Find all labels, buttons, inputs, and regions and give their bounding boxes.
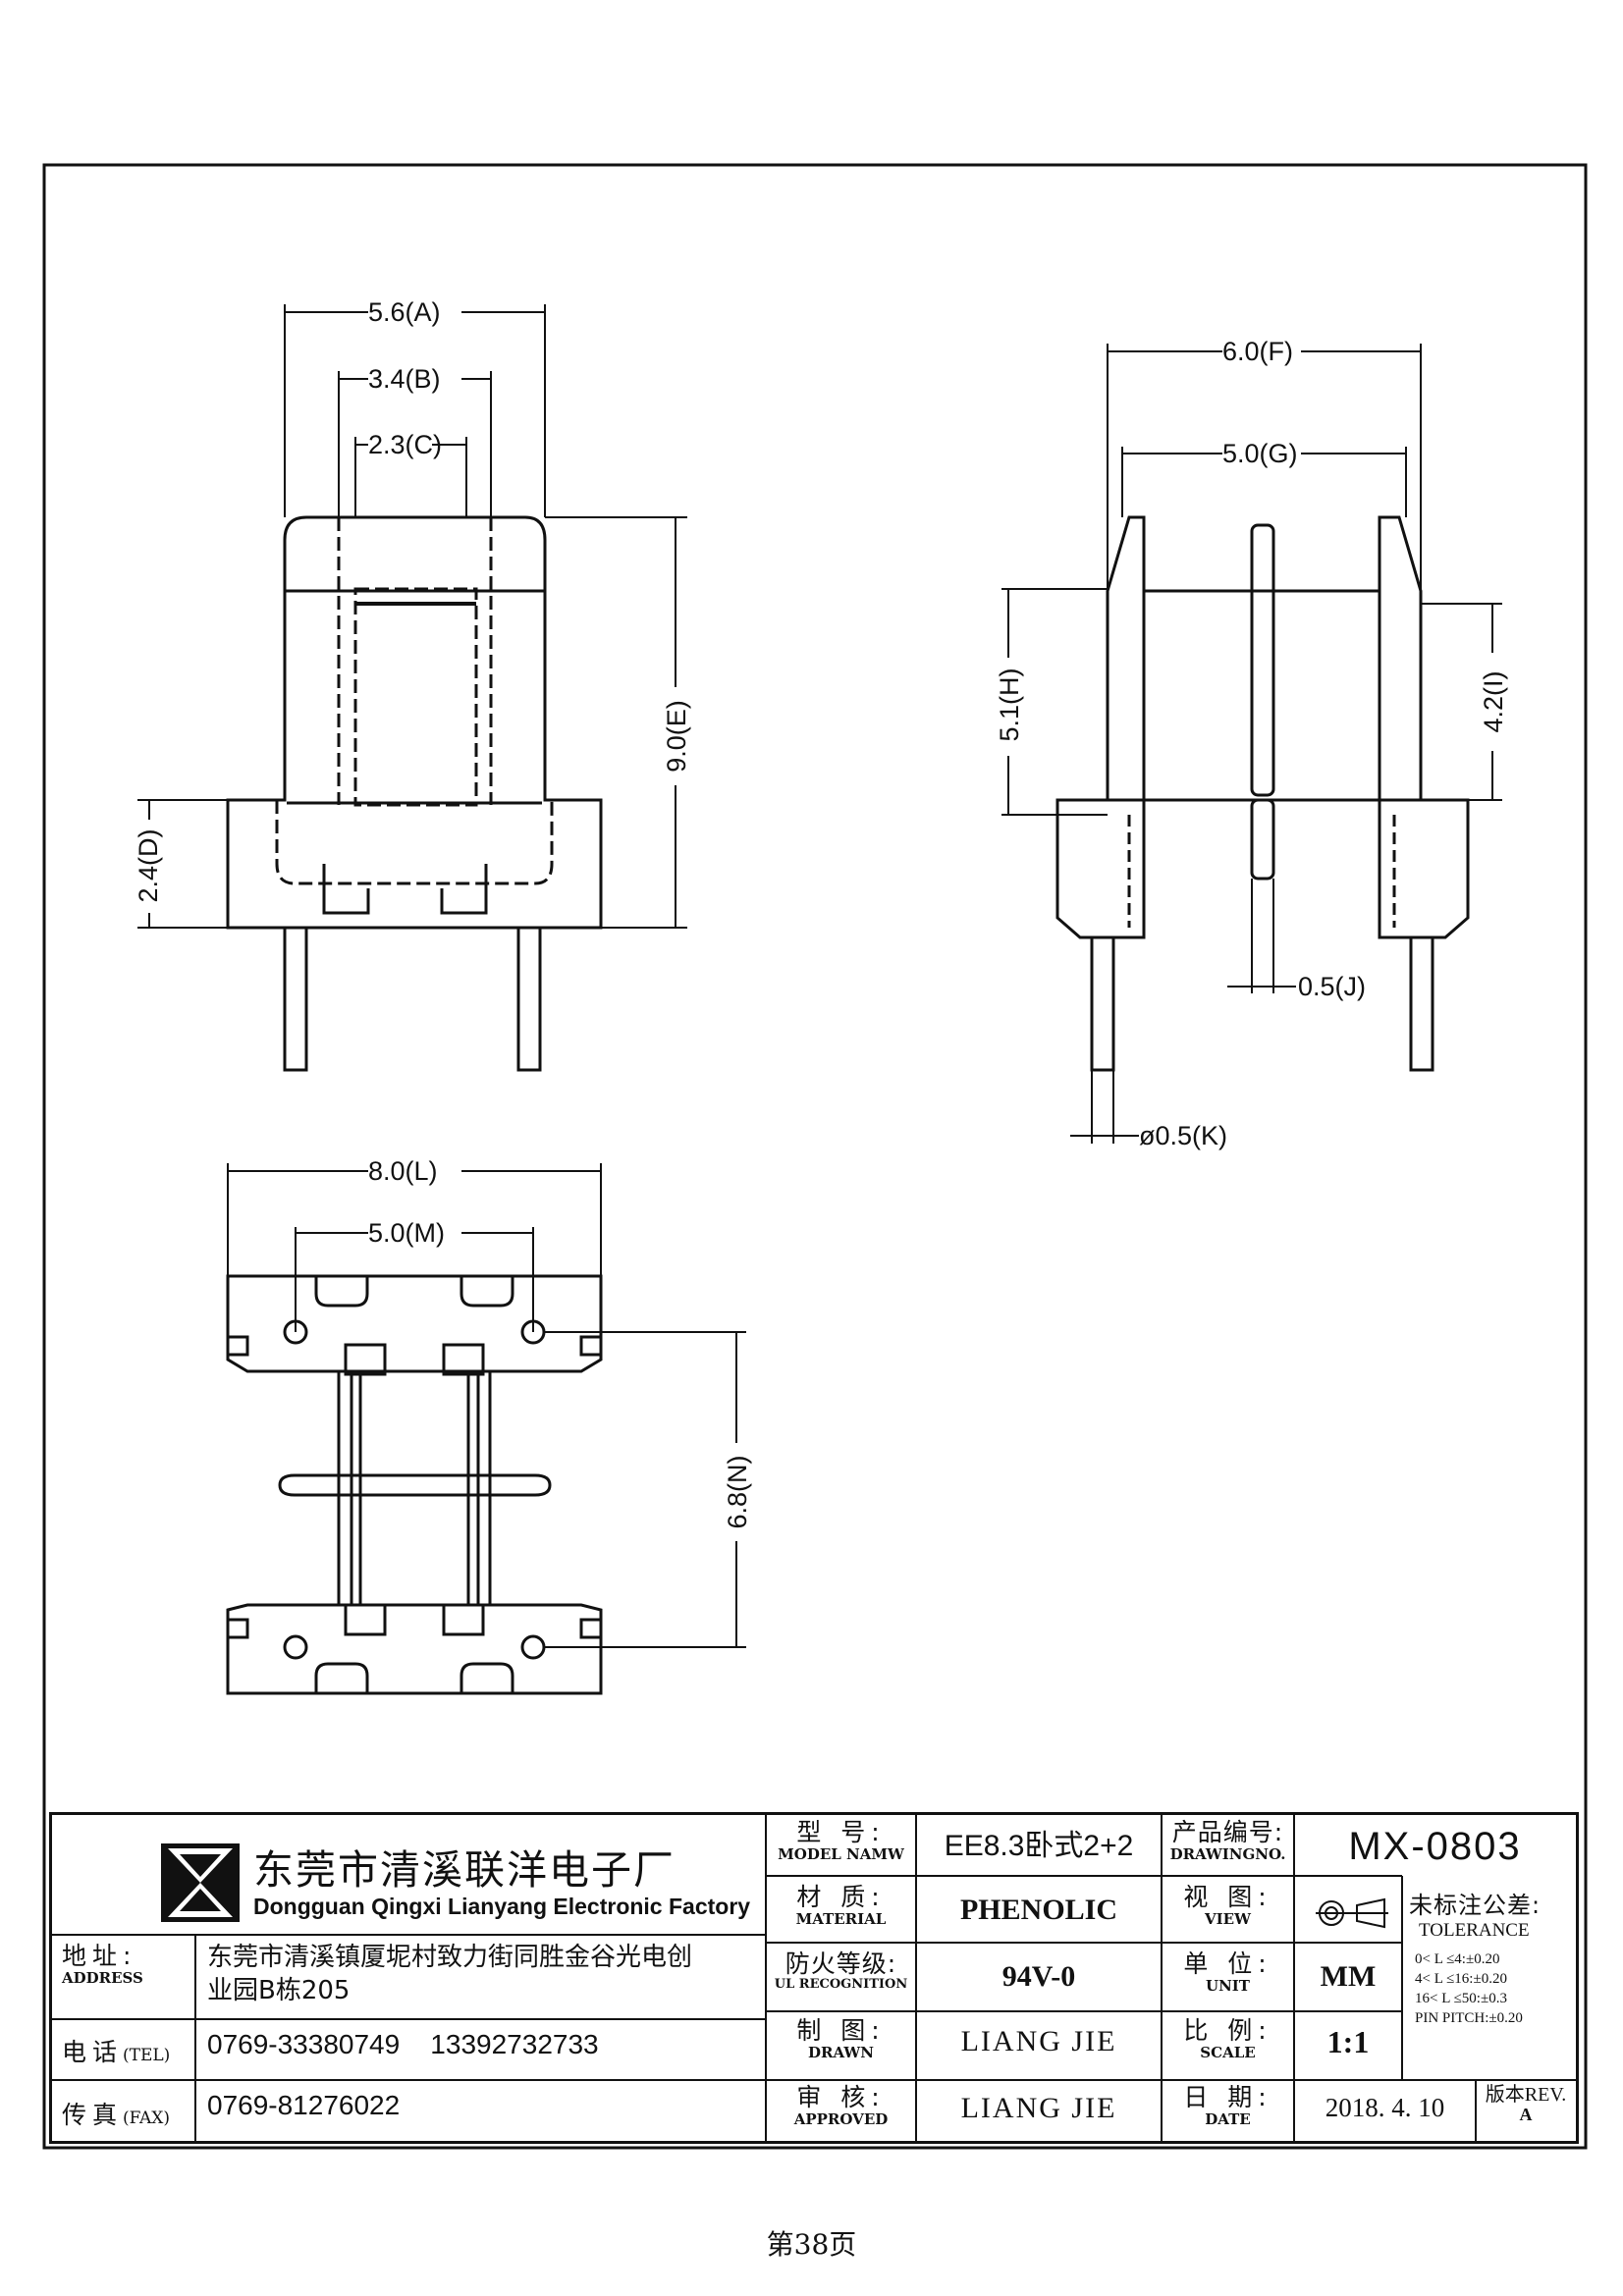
front-view-dimensions — [137, 304, 687, 929]
dim-E-label: 9.0(E) — [662, 700, 691, 773]
bottom-view-dimensions — [227, 1163, 746, 1648]
material-label: 材 质: MATERIAL — [795, 1883, 887, 1928]
company-logo — [160, 1842, 241, 1923]
dim-L-label: 8.0(L) — [368, 1156, 438, 1186]
model-label: 型 号: MODEL NAMW — [778, 1818, 904, 1863]
tolerance-line: 16< L ≤50:±0.3 — [1415, 1991, 1507, 2006]
scale-value: 1:1 — [1326, 2024, 1370, 2059]
ul-label: 防火等级: UL RECOGNITION — [774, 1949, 908, 1992]
tel-value: 0769-33380749 13392732733 — [207, 2029, 599, 2059]
tolerance-block: 未标注公差: TOLERANCE 0< L ≤4:±0.20 4< L ≤16:… — [1409, 1886, 1576, 2028]
view-label: 视 图: VIEW — [1183, 1883, 1272, 1928]
dim-M-label: 5.0(M) — [368, 1218, 445, 1248]
third-angle-projection-icon — [1316, 1897, 1388, 1929]
tel-label: 电话(TEL) — [62, 2038, 171, 2066]
page-number: 第38页 — [766, 2228, 857, 2261]
tolerance-line: 4< L ≤16:±0.20 — [1415, 1971, 1507, 1987]
ul-value: 94V-0 — [1001, 1960, 1076, 1993]
scale-label: 比 例: SCALE — [1183, 2016, 1272, 2061]
company-name-en: Dongguan Qingxi Lianyang Electronic Fact… — [253, 1894, 751, 1919]
revision-block: 版本REV. A — [1485, 2084, 1567, 2124]
unit-label: 单 位: UNIT — [1183, 1949, 1272, 1995]
dim-B-label: 3.4(B) — [368, 364, 441, 394]
title-block-grid — [52, 1815, 1576, 2141]
dim-N-label: 6.8(N) — [723, 1455, 752, 1528]
dim-J-label: 0.5(J) — [1298, 972, 1366, 1001]
unit-value: MM — [1320, 1960, 1377, 1993]
drawingno-value: MX-0803 — [1348, 1825, 1522, 1868]
bottom-view — [226, 1274, 603, 1695]
dim-F-label: 6.0(F) — [1222, 337, 1293, 366]
drawn-label: 制 图: DRAWN — [796, 2016, 886, 2061]
side-view — [1055, 515, 1470, 1072]
dim-A-label: 5.6(A) — [368, 297, 441, 327]
material-value: PHENOLIC — [959, 1894, 1118, 1926]
hourglass-logo-icon — [161, 1843, 240, 1922]
date-value: 2018. 4. 10 — [1325, 2093, 1445, 2122]
address-label: 地址: ADDRESS — [62, 1942, 143, 1987]
dim-K-label: ø0.5(K) — [1139, 1121, 1227, 1150]
approved-label: 审 核: APPROVED — [793, 2083, 889, 2128]
dim-G-label: 5.0(G) — [1222, 439, 1298, 468]
side-view-dimensions — [1001, 344, 1502, 1144]
dim-H-label: 5.1(H) — [995, 667, 1024, 741]
tolerance-line: PIN PITCH:±0.20 — [1415, 2010, 1523, 2026]
dim-I-label: 4.2(I) — [1479, 670, 1508, 732]
dim-C-label: 2.3(C) — [368, 430, 442, 459]
front-view — [226, 515, 603, 1072]
projection-symbol-icon — [1314, 1896, 1392, 1931]
date-label: 日 期: DATE — [1183, 2083, 1272, 2128]
address-value: 东莞市清溪镇厦坭村致力街同胜金谷光电创 业园B栋205 — [207, 1943, 693, 2005]
tolerance-line: 0< L ≤4:±0.20 — [1415, 1951, 1500, 1967]
drawingno-label: 产品编号: DRAWINGNO. — [1169, 1818, 1286, 1863]
fax-label: 传真(FAX) — [62, 2101, 170, 2129]
dim-D-label: 2.4(D) — [134, 828, 163, 902]
drawing-frame — [42, 163, 1588, 2150]
company-name-cn: 东莞市清溪联洋电子厂 — [253, 1846, 676, 1894]
approved-value: LIANG JIE — [960, 2092, 1117, 2124]
title-block: 东莞市清溪联洋电子厂 Dongguan Qingxi Lianyang Elec… — [49, 1812, 1579, 2144]
fax-value: 0769-81276022 — [207, 2090, 401, 2120]
drawn-value: LIANG JIE — [960, 2025, 1117, 2057]
model-value: EE8.3卧式2+2 — [944, 1830, 1134, 1862]
